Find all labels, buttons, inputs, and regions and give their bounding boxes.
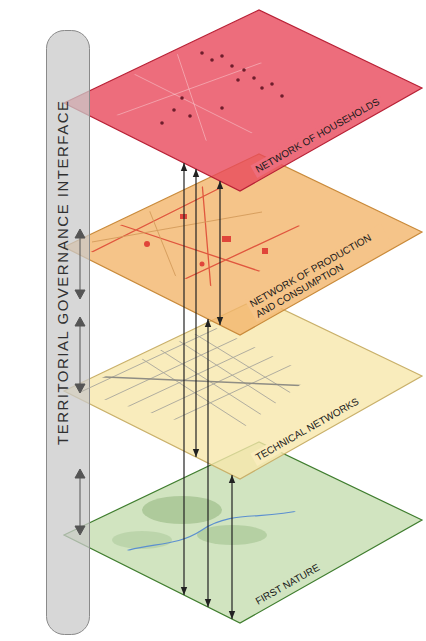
interaction-arrow — [219, 181, 220, 325]
layer-outline — [64, 10, 422, 191]
band-label: TERRITORIAL GOVERNANCE INTERFACE — [55, 99, 72, 445]
interface-arrows — [75, 229, 85, 535]
interaction-arrow — [195, 169, 196, 457]
band-outline — [47, 31, 90, 635]
interaction-arrow — [207, 319, 208, 607]
governance-band: TERRITORIAL GOVERNANCE INTERFACE — [46, 30, 90, 635]
households-layer: NETWORK OF HOUSEHOLDS — [62, 8, 424, 194]
households-map — [82, 38, 302, 158]
relief-map — [102, 496, 302, 560]
technical-map — [72, 326, 312, 436]
interaction-arrow — [183, 163, 184, 595]
production-map — [72, 182, 307, 302]
interaction-arrow — [231, 475, 232, 619]
